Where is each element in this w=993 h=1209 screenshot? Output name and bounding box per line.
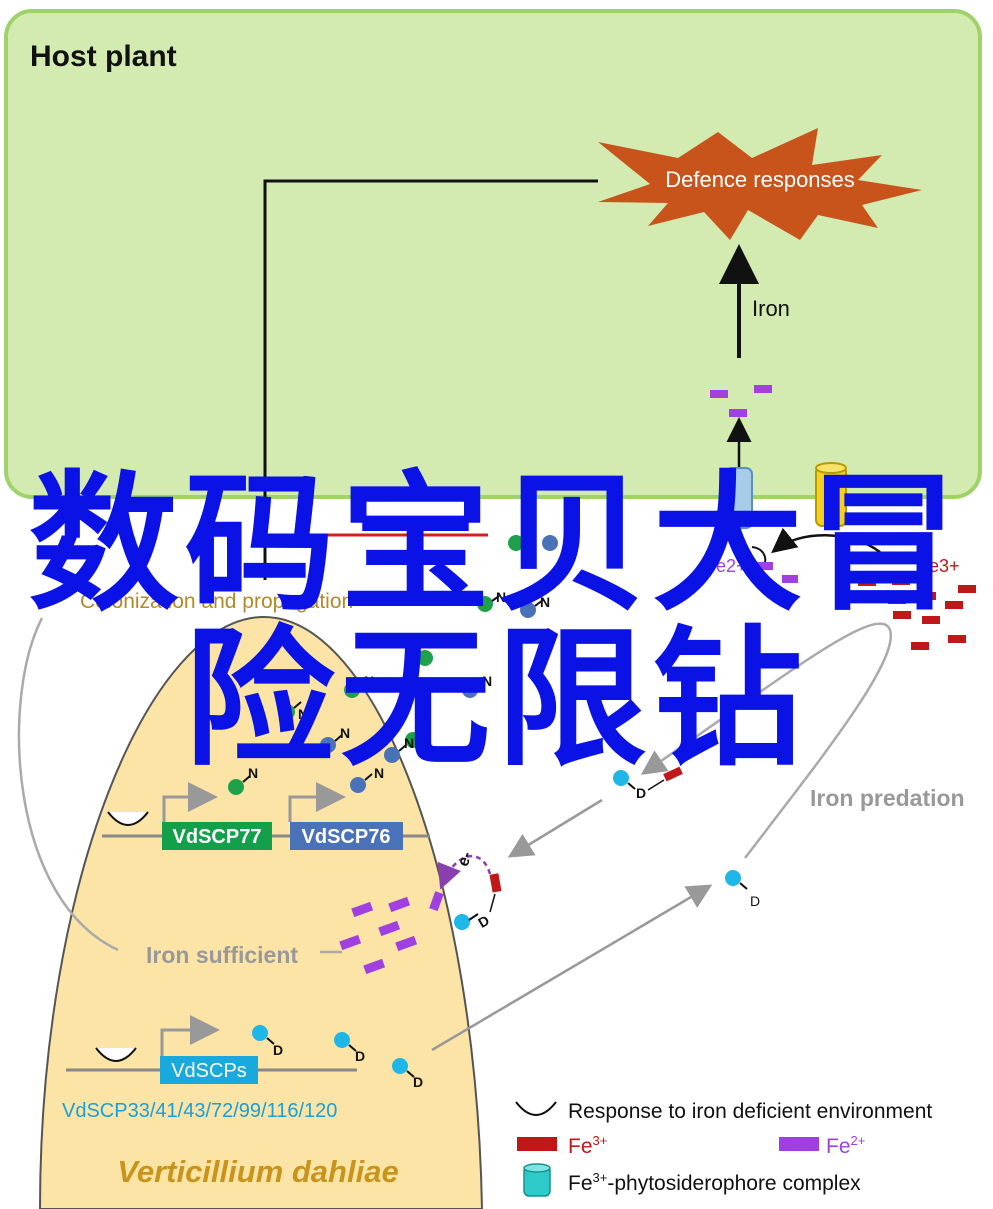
secretion-arrow xyxy=(431,884,713,1052)
host-plant-title: Host plant xyxy=(30,40,177,73)
fe2-intracellular xyxy=(339,896,418,975)
legend-fe2-label: Fe2+ xyxy=(826,1133,865,1158)
svg-text:D: D xyxy=(355,1048,365,1064)
fe2-piece xyxy=(754,385,772,393)
legend-complex-label: Fe3+-phytosiderophore complex xyxy=(568,1170,861,1195)
defence-responses-label: Defence responses xyxy=(665,167,855,192)
legend-fe3-label: Fe3+ xyxy=(568,1133,607,1158)
effector-nodes: N N N N N N N N N xyxy=(228,535,558,795)
transporter-yellow-top xyxy=(815,462,847,474)
green-effector-node xyxy=(228,779,244,795)
promoter-arrow xyxy=(160,1015,220,1056)
n-label: N xyxy=(496,589,506,605)
n-label: N xyxy=(374,765,384,781)
n-label: N xyxy=(248,765,258,781)
fe3-piece xyxy=(489,873,502,893)
svg-text:D: D xyxy=(273,1042,283,1058)
colonization-label: Colonization and propagation xyxy=(80,590,353,613)
green-effector-node xyxy=(344,682,360,698)
gene-vdscps-label: VdSCPs xyxy=(171,1060,247,1082)
electron-transfer-arc xyxy=(437,855,492,890)
gene-vdscp77-box xyxy=(162,822,272,850)
siderophore-node xyxy=(725,870,741,886)
blue-effector-node xyxy=(520,602,536,618)
green-effector-node xyxy=(279,704,295,720)
blue-effector-node xyxy=(350,777,366,793)
fe2-piece xyxy=(729,409,747,417)
n-label: N xyxy=(482,673,492,689)
iron-sufficient-loop xyxy=(17,617,119,952)
iron-predation-label: Iron predation xyxy=(810,785,965,811)
legend-response-symbol xyxy=(515,1101,557,1116)
gene-vdscp76-box xyxy=(290,822,403,850)
fe2-piece xyxy=(710,390,728,398)
e-label: e- xyxy=(455,849,476,868)
host-plant-panel xyxy=(4,9,982,499)
n-label: N xyxy=(404,735,414,751)
promoter-arrow xyxy=(288,782,346,822)
fe3-piece xyxy=(663,766,683,782)
blue-effector-node xyxy=(462,682,478,698)
signal-line xyxy=(263,179,598,580)
d-label: D xyxy=(636,785,646,801)
d-label: D xyxy=(750,893,760,909)
response-symbol xyxy=(107,811,149,826)
overlay-text-line2: 险无限钻 xyxy=(184,613,809,787)
siderophore-node xyxy=(613,770,629,786)
gene-vdscp77-label: VdSCP77 xyxy=(173,826,262,848)
fungus-name: Verticillium dahliae xyxy=(117,1154,398,1189)
blue-effector-node xyxy=(320,737,336,753)
promoter-arrow xyxy=(162,782,218,822)
n-label: N xyxy=(364,673,374,689)
fe2-piece xyxy=(782,575,798,583)
legend: Response to iron deficient environment F… xyxy=(515,1100,932,1197)
blue-effector-node xyxy=(542,535,558,551)
gene-vdscps-box xyxy=(160,1056,258,1084)
iron-arrow-label: Iron xyxy=(752,296,790,321)
green-effector-node xyxy=(405,732,421,748)
legend-fe3-swatch xyxy=(517,1137,557,1151)
fe2-piece xyxy=(429,891,444,912)
transporter-blue xyxy=(725,467,753,529)
fe3-cluster xyxy=(858,577,976,650)
green-effector-node xyxy=(417,650,433,666)
legend-response-label: Response to iron deficient environment xyxy=(568,1100,932,1123)
fe2-piece xyxy=(757,562,773,570)
legend-fe2-swatch xyxy=(779,1137,819,1151)
response-symbol xyxy=(95,1047,137,1062)
green-effector-node xyxy=(477,596,493,612)
fe2-top-label: Fe2+ xyxy=(705,556,747,576)
import-arrow xyxy=(507,798,603,858)
fe3-top-label: Fe3+ xyxy=(918,556,960,576)
siderophore-node xyxy=(454,914,470,930)
iron-predation-loop xyxy=(640,622,893,859)
siderophore-nodes: D D D xyxy=(252,1025,423,1090)
n-label: N xyxy=(340,725,350,741)
overlay-text-line1: 数码宝贝大冒 xyxy=(28,458,965,632)
green-effector-node xyxy=(508,535,524,551)
blue-effector-node xyxy=(384,747,400,763)
gene-vdscp76-label: VdSCP76 xyxy=(302,826,391,848)
defence-responses-star xyxy=(598,128,922,240)
n-label: N xyxy=(540,594,550,610)
reduction-arrow xyxy=(771,527,881,554)
iron-sufficient-label: Iron sufficient xyxy=(146,942,298,968)
svg-text:D: D xyxy=(413,1074,423,1090)
gene-list-label: VdSCP33/41/43/72/99/116/120 xyxy=(62,1100,337,1122)
n-label: N xyxy=(298,706,308,722)
d-label: D xyxy=(475,912,492,931)
